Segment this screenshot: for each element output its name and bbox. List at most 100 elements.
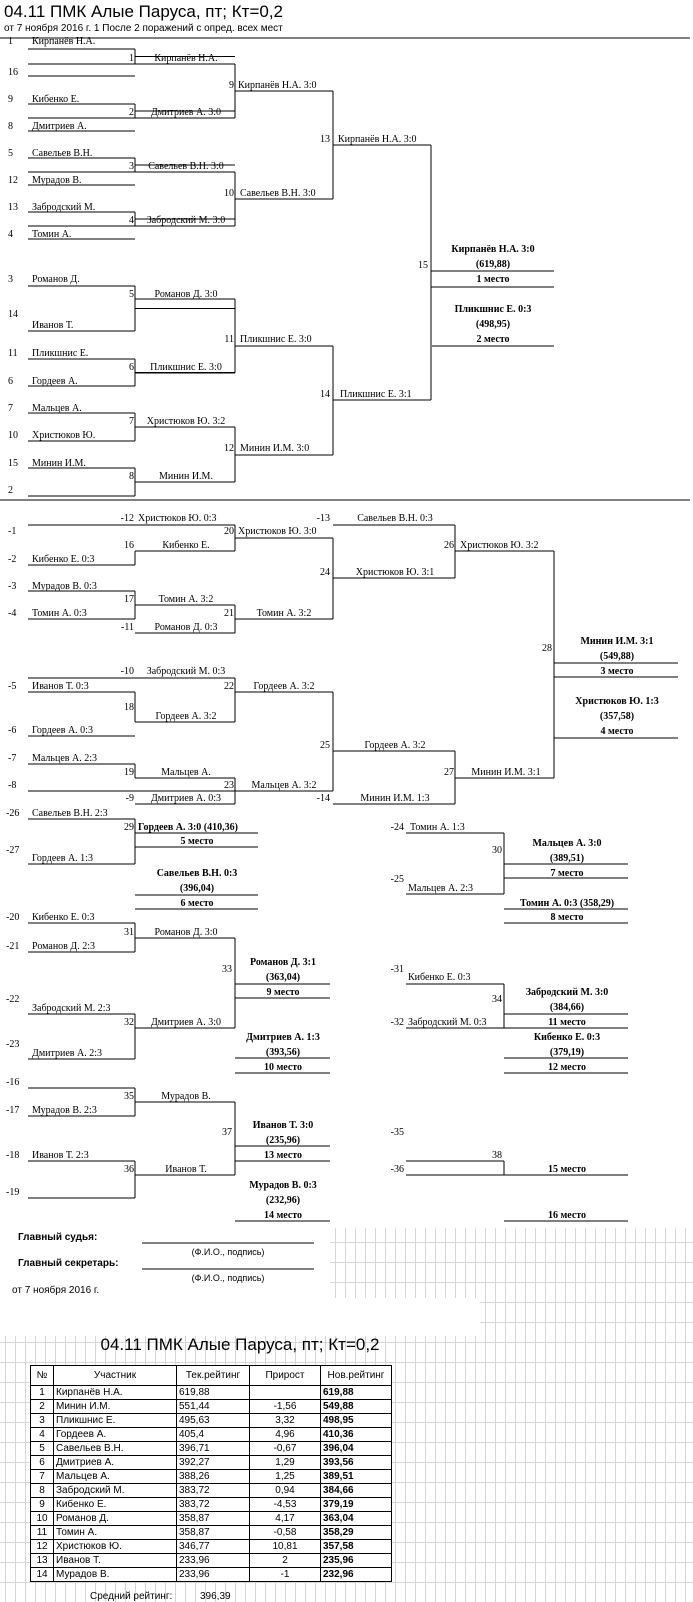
bracket-number: 8 xyxy=(129,471,134,482)
bracket-number: 9 xyxy=(229,80,234,91)
bracket-number: -27 xyxy=(6,845,20,856)
bracket-number: 16 xyxy=(8,67,18,78)
current-rating-cell: 358,87 xyxy=(176,1525,250,1540)
participant-cell: Романов Д. xyxy=(53,1511,177,1526)
bracket-entry: Пликшнис Е. 3:1 xyxy=(340,389,412,400)
bracket-number: -14 xyxy=(316,793,330,804)
increase-cell: 0,94 xyxy=(249,1483,321,1498)
bracket-number: -22 xyxy=(6,994,20,1005)
bracket-entry: Пликшнис Е. 3:0 xyxy=(240,334,312,345)
bracket-entry: (549,88) xyxy=(599,651,635,662)
place-label: 10 место xyxy=(263,1062,303,1073)
bracket-number: -7 xyxy=(8,753,17,764)
bracket-number: 20 xyxy=(224,526,234,537)
page-title: 04.11 ПМК Алые Паруса, пт; Кт=0,2 xyxy=(4,2,283,21)
bracket-entry: Забродский М. 2:3 xyxy=(32,1003,111,1014)
rank-cell: 2 xyxy=(30,1399,54,1414)
rank-cell: 3 xyxy=(30,1413,54,1428)
bracket-number: 38 xyxy=(492,1150,502,1161)
bracket-entry: (357,58) xyxy=(599,711,635,722)
bracket-number: 11 xyxy=(8,348,18,359)
bracket-number: -8 xyxy=(8,780,17,791)
bracket-entry: Христюков Ю. 1:3 xyxy=(575,696,659,707)
bracket-entry: Христюков Ю. 3:2 xyxy=(460,540,539,551)
place-label: 1 место xyxy=(476,274,510,285)
bracket-number: -10 xyxy=(120,666,134,677)
bracket-entry: Иванов Т. 0:3 xyxy=(32,681,89,692)
bracket-entry: Христюков Ю. 3:2 xyxy=(146,416,226,427)
participant-cell: Мурадов В. xyxy=(53,1567,177,1582)
increase-cell: -1,56 xyxy=(249,1399,321,1414)
place-label: 3 место xyxy=(600,666,634,677)
bracket-number: 2 xyxy=(8,485,13,496)
bracket-entry: (498,95) xyxy=(475,319,511,330)
new-rating-cell: 396,04 xyxy=(320,1441,392,1456)
rank-cell: 1 xyxy=(30,1385,54,1400)
bracket-number: -21 xyxy=(6,941,20,952)
new-rating-cell: 393,56 xyxy=(320,1455,392,1470)
rank-cell: 13 xyxy=(30,1553,54,1568)
bracket-number: 2 xyxy=(129,107,134,118)
participant-cell: Дмитриев А. xyxy=(53,1455,177,1470)
bracket-number: -11 xyxy=(121,622,134,633)
increase-cell: 4,96 xyxy=(249,1427,321,1442)
bracket-number: 13 xyxy=(320,134,330,145)
increase-cell: -0,67 xyxy=(249,1441,321,1456)
bracket-entry: Савельев В.Н. xyxy=(32,148,93,159)
bracket-entry: Мурадов В. xyxy=(161,1091,211,1102)
bracket-number: 31 xyxy=(124,927,134,938)
bracket-entry: Томин А. 3:2 xyxy=(158,594,214,605)
bracket-number: 12 xyxy=(8,175,18,186)
col-participant: Участник xyxy=(53,1365,177,1386)
bracket-entry: Иванов Т. xyxy=(32,320,74,331)
participant-cell: Иванов Т. xyxy=(53,1553,177,1568)
bracket-number: -26 xyxy=(6,808,20,819)
place-label: 9 место xyxy=(266,987,300,998)
bracket-number: 7 xyxy=(129,416,134,427)
current-rating-cell: 233,96 xyxy=(176,1553,250,1568)
bracket-entry: Гордеев А. 3:0 (410,36) xyxy=(138,822,238,833)
current-rating-cell: 495,63 xyxy=(176,1413,250,1428)
bracket-entry: Кирпанёв Н.А. xyxy=(154,53,218,64)
title2-area xyxy=(0,1298,480,1336)
place-label: 8 место xyxy=(550,912,584,923)
judge-sign-hint: (Ф.И.О., подпись) xyxy=(191,1247,265,1257)
increase-cell: -4,53 xyxy=(249,1497,321,1512)
rank-cell: 4 xyxy=(30,1427,54,1442)
place-label: 11 место xyxy=(548,1017,586,1028)
bracket-number: 6 xyxy=(129,362,134,373)
bracket-entry: Томин А. 0:3 xyxy=(32,608,87,619)
bracket-number: 24 xyxy=(320,567,330,578)
bracket-entry: Иванов Т. 2:3 xyxy=(32,1150,89,1161)
bracket-number: 1 xyxy=(129,53,134,64)
bracket-entry: Забродский М. 0:3 xyxy=(146,666,226,677)
increase-cell: 10,81 xyxy=(249,1539,321,1554)
place-label: 13 место xyxy=(263,1150,303,1161)
current-rating-cell: 551,44 xyxy=(176,1399,250,1414)
bracket-number: -32 xyxy=(390,1017,404,1028)
bracket-entry: Савельев В.Н. 3:0 xyxy=(148,161,224,172)
results-table: № Участник Тек.рейтинг Прирост Нов.рейти… xyxy=(30,1365,392,1582)
participant-cell: Кирпанёв Н.А. xyxy=(53,1385,177,1400)
bracket-number: 35 xyxy=(124,1091,134,1102)
bracket-entry: Гордеев А. xyxy=(32,376,78,387)
new-rating-cell: 410,36 xyxy=(320,1427,392,1442)
bracket-entry: Забродский М. xyxy=(32,202,96,213)
bracket-number: 14 xyxy=(320,389,330,400)
bracket-number: 21 xyxy=(224,608,234,619)
bracket-entry: (379,19) xyxy=(549,1047,585,1058)
rank-cell: 5 xyxy=(30,1441,54,1456)
place-label: 16 место xyxy=(547,1210,587,1221)
bracket-number: 13 xyxy=(8,202,18,213)
bracket-number: -17 xyxy=(6,1105,20,1116)
bracket-number: -16 xyxy=(6,1077,20,1088)
bracket-entry: Пликшнис Е. xyxy=(32,348,89,359)
rank-cell: 14 xyxy=(30,1567,54,1582)
bracket-entry: Мальцев А. 2:3 xyxy=(32,753,97,764)
